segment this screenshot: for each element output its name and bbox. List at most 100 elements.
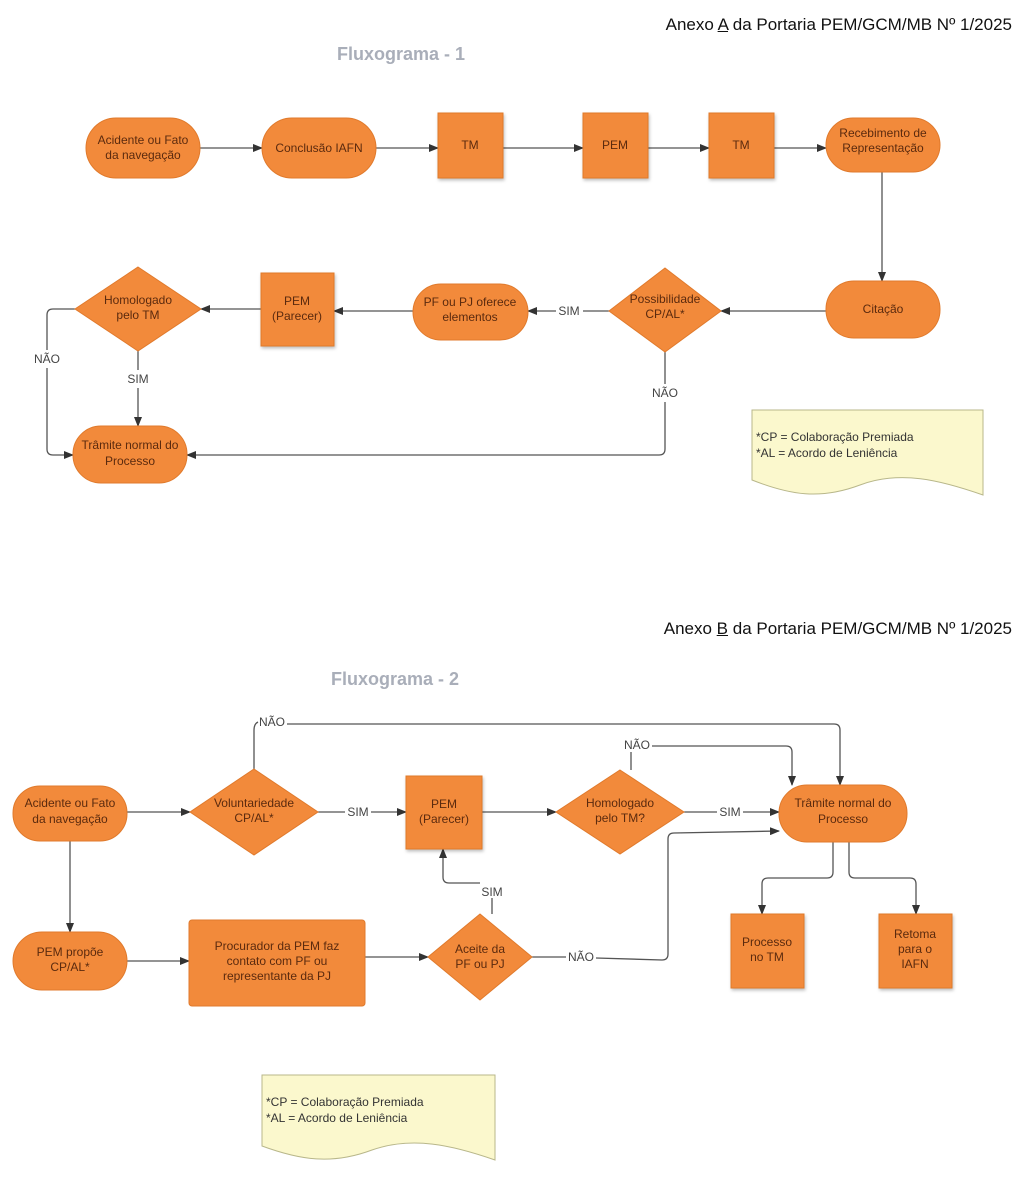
node-label: PF ou PJ oferece xyxy=(424,295,517,309)
annex-letter: A xyxy=(717,15,729,34)
node-citacao: Citação xyxy=(825,280,941,339)
node-label: Trâmite normal do xyxy=(795,796,892,810)
node-label: Processo xyxy=(818,812,868,826)
flow1-edges: SIM NÃO SIM NÃO xyxy=(34,144,886,459)
annex-letter: B xyxy=(716,619,729,638)
node-tm: TM xyxy=(437,112,504,179)
edge-arrow xyxy=(652,745,796,786)
edge-label-sim: SIM xyxy=(481,885,502,899)
flowchart-1-title: Fluxograma - 1 xyxy=(337,44,466,64)
node-label: PF ou PJ xyxy=(455,957,504,971)
node-label: Aceite da xyxy=(455,942,505,956)
annex-suffix: da Portaria PEM/GCM/MB Nº 1/2025 xyxy=(728,619,1012,638)
edge-label-nao: NÃO xyxy=(568,950,594,964)
node-label: PEM propõe xyxy=(37,945,104,959)
node-label: TM xyxy=(732,138,749,152)
edge-label-sim: SIM xyxy=(558,304,579,318)
node-label: Voluntariedade xyxy=(214,796,294,810)
node-label: CP/AL* xyxy=(645,307,685,321)
note-line: *AL = Acordo de Leniência xyxy=(756,446,898,460)
node-label: CP/AL* xyxy=(234,811,274,825)
edge-label-sim: SIM xyxy=(719,805,740,819)
edge-line xyxy=(46,308,75,350)
annex-suffix: da Portaria PEM/GCM/MB Nº 1/2025 xyxy=(728,15,1012,34)
edge-label-sim: SIM xyxy=(347,805,368,819)
node-label: PEM xyxy=(431,797,457,811)
node-retoma-iafn: Retoma para o IAFN xyxy=(878,913,953,989)
decision-homologado: Homologado pelo TM? xyxy=(555,769,685,855)
legend-note: *CP = Colaboração Premiada *AL = Acordo … xyxy=(261,1074,496,1161)
node-label: Conclusão IAFN xyxy=(275,141,362,155)
decision-voluntariedade: Voluntariedade CP/AL* xyxy=(189,768,319,856)
edge-label-nao: NÃO xyxy=(34,352,60,366)
legend-note: *CP = Colaboração Premiada *AL = Acordo … xyxy=(751,409,984,496)
node-label: TM xyxy=(461,138,478,152)
node-label: da navegação xyxy=(32,812,108,826)
flowchart-2-title: Fluxograma - 2 xyxy=(331,669,460,689)
node-label: PEM xyxy=(602,138,628,152)
node-label: no TM xyxy=(750,950,784,964)
node-label: elementos xyxy=(442,310,497,324)
node-label: representante da PJ xyxy=(223,969,331,983)
node-label: Processo xyxy=(105,454,155,468)
node-pem: PEM xyxy=(582,112,649,179)
node-pem-parecer: PEM (Parecer) xyxy=(405,775,483,850)
node-label: da navegação xyxy=(105,148,181,162)
annex-prefix: Anexo xyxy=(663,619,717,638)
edge-arrow xyxy=(595,827,780,961)
decision-possibilidade: Possibilidade CP/AL* xyxy=(608,267,722,353)
annex-b-header: Anexo B da Portaria PEM/GCM/MB Nº 1/2025 xyxy=(664,619,1012,639)
node-label: PEM xyxy=(284,294,310,308)
node-label: Processo xyxy=(742,935,792,949)
node-pem-parecer: PEM (Parecer) xyxy=(260,272,335,347)
node-label: Retoma xyxy=(894,927,936,941)
decision-aceite: Aceite da PF ou PJ xyxy=(427,913,533,1001)
edge-arrow xyxy=(758,842,834,915)
node-label: Representação xyxy=(842,141,924,155)
node-conclusao-iafn: Conclusão IAFN xyxy=(261,117,377,179)
node-label: Homologado xyxy=(104,293,172,307)
edge-arrow xyxy=(848,842,920,915)
edge-arrow xyxy=(287,723,844,786)
note-line: *CP = Colaboração Premiada xyxy=(756,430,914,444)
node-label: Procurador da PEM faz xyxy=(215,939,340,953)
node-label: para o xyxy=(898,942,932,956)
edge-label-nao: NÃO xyxy=(624,738,650,752)
node-label: Recebimento de xyxy=(839,126,927,140)
node-tramite-normal: Trâmite normal do Processo xyxy=(72,425,188,484)
node-label: IAFN xyxy=(901,957,928,971)
edge-arrow xyxy=(439,848,480,884)
decision-homologado: Homologado pelo TM xyxy=(74,266,202,352)
annex-a-header: Anexo A da Portaria PEM/GCM/MB Nº 1/2025 xyxy=(666,15,1012,35)
note-line: *CP = Colaboração Premiada xyxy=(266,1095,424,1109)
node-acidente: Acidente ou Fato da navegação xyxy=(85,117,201,179)
node-pf-pj-oferece: PF ou PJ oferece elementos xyxy=(412,283,529,341)
node-label: pelo TM? xyxy=(595,811,645,825)
annex-prefix: Anexo xyxy=(665,15,718,34)
edge-line xyxy=(253,721,259,769)
node-label: contato com PF ou xyxy=(227,954,328,968)
node-acidente: Acidente ou Fato da navegação xyxy=(12,785,128,842)
note-line: *AL = Acordo de Leniência xyxy=(266,1111,408,1125)
flow2-edges: NÃO SIM NÃO SIM SIM NÃO xyxy=(66,715,920,965)
node-label: Trâmite normal do xyxy=(82,438,179,452)
edge-arrow xyxy=(186,402,666,459)
node-label: Possibilidade xyxy=(630,292,701,306)
node-recebimento: Recebimento de Representação xyxy=(825,117,941,173)
node-procurador: Procurador da PEM faz contato com PF ou … xyxy=(188,919,366,1007)
edge-label-nao: NÃO xyxy=(259,715,285,729)
edge-arrow xyxy=(46,368,74,459)
node-label: Citação xyxy=(863,302,904,316)
node-label: Acidente ou Fato xyxy=(25,796,116,810)
edge-label-sim: SIM xyxy=(127,372,148,386)
node-pem-propoe: PEM propõe CP/AL* xyxy=(12,931,128,991)
node-label: CP/AL* xyxy=(50,960,90,974)
node-label: Acidente ou Fato xyxy=(98,133,189,147)
node-processo-tm: Processo no TM xyxy=(730,913,805,989)
node-label: (Parecer) xyxy=(419,812,469,826)
node-label: Homologado xyxy=(586,796,654,810)
edge-label-nao: NÃO xyxy=(652,386,678,400)
node-tm: TM xyxy=(708,112,775,179)
node-tramite-normal: Trâmite normal do Processo xyxy=(778,784,908,843)
